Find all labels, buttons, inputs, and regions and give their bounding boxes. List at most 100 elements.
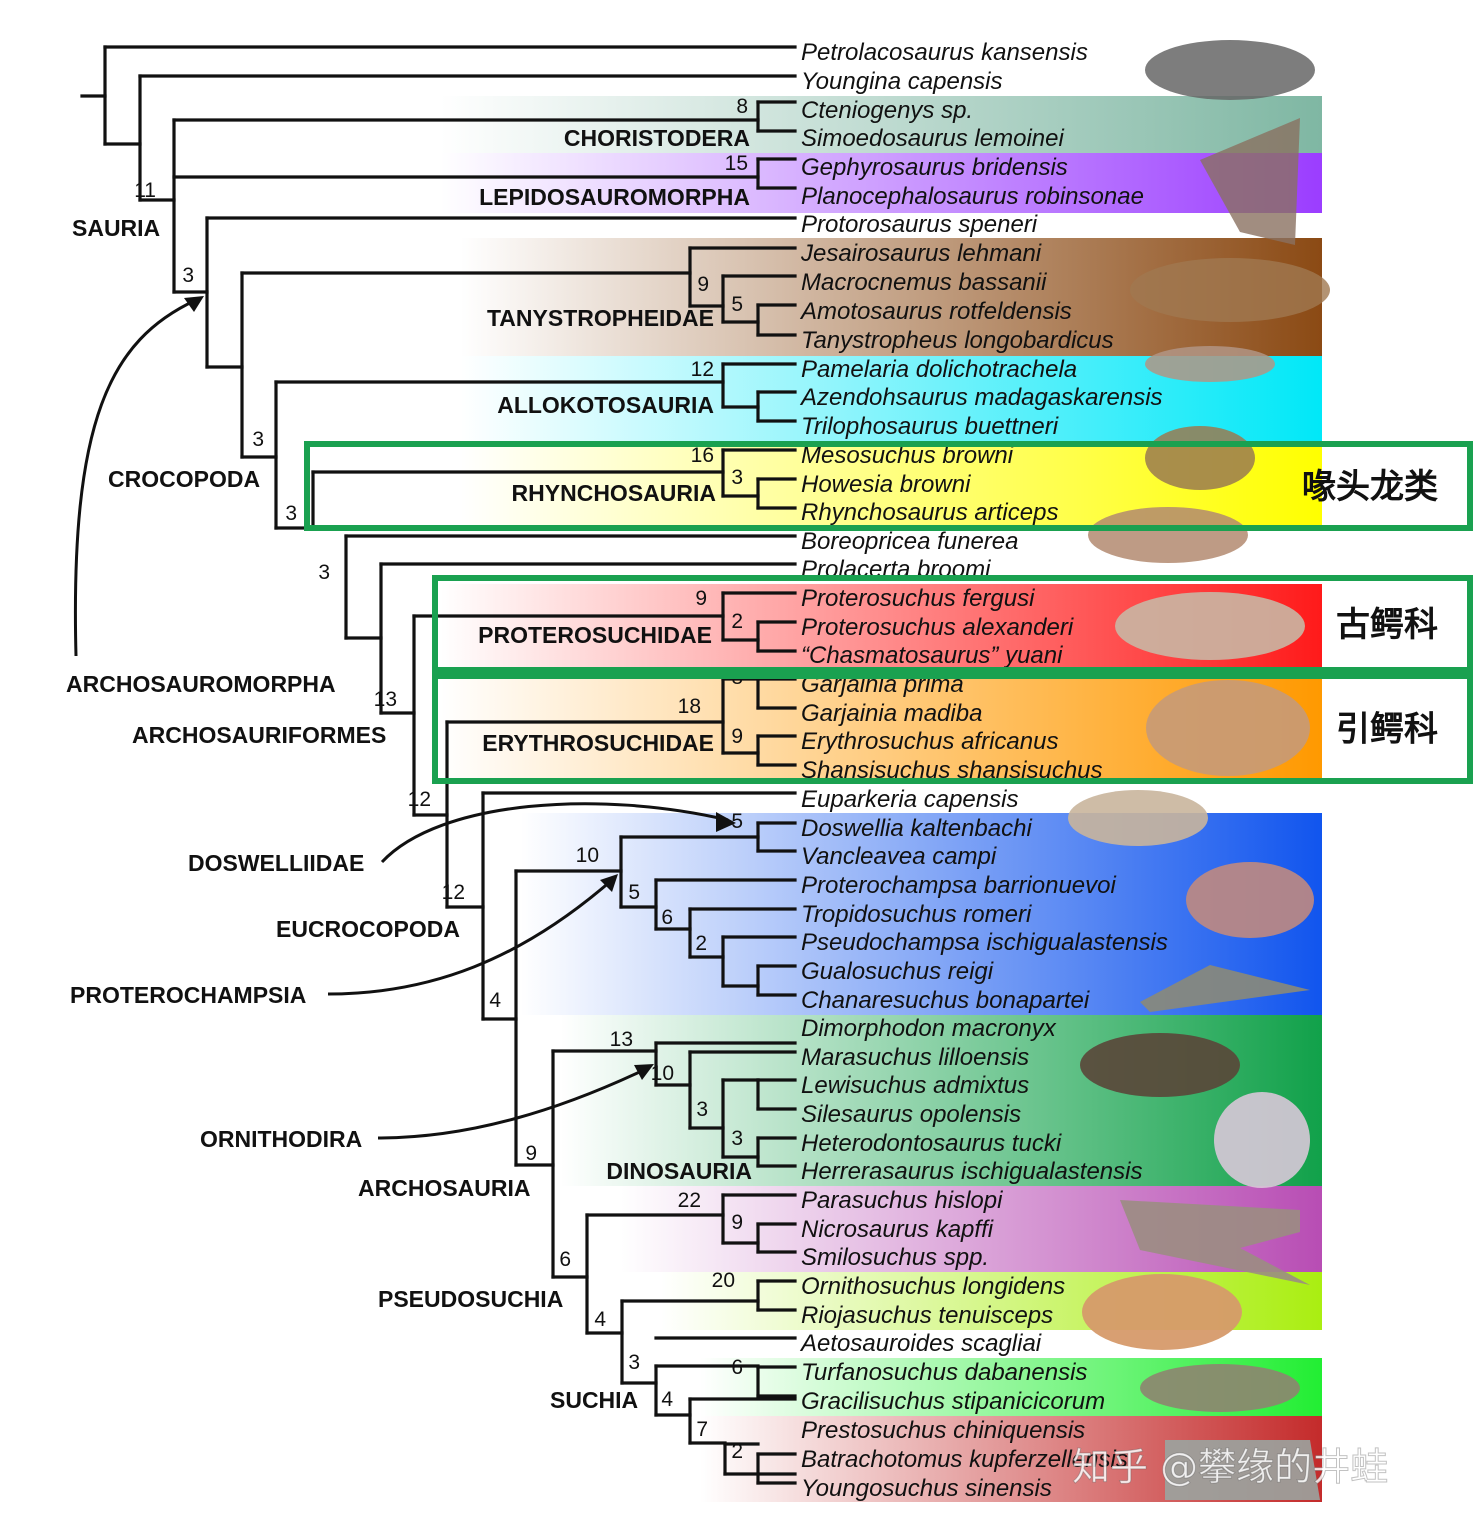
arrowhead: [634, 1064, 654, 1080]
clade-label: ARCHOSAURIA: [358, 1175, 531, 1201]
skull-image: [1082, 1274, 1242, 1350]
clade-labels: CHORISTODERA LEPIDOSAUROMORPHA SAURIA TANYS…: [66, 125, 752, 1413]
support-value: 9: [731, 1211, 743, 1234]
taxon-label: Tropidosuchus romeri: [801, 901, 1032, 928]
taxon-label: Erythrosuchus africanus: [801, 728, 1058, 755]
skull-image: [1214, 1092, 1310, 1188]
support-value: 9: [695, 587, 707, 610]
taxon-label: Smilosuchus spp.: [801, 1244, 989, 1271]
clade-label: RHYNCHOSAURIA: [512, 480, 716, 506]
taxon-label: Turfanosuchus dabanensis: [801, 1359, 1087, 1386]
support-value: 2: [731, 1440, 743, 1463]
support-value: 22: [678, 1189, 701, 1212]
taxon-label: Dimorphodon macronyx: [801, 1015, 1057, 1042]
taxon-label: Batrachotomus kupferzellensis: [801, 1446, 1128, 1473]
support-value: 2: [695, 932, 707, 955]
arrowhead: [600, 874, 618, 892]
skull-image: [1200, 118, 1300, 245]
taxon-label: Planocephalosaurus robinsonae: [801, 183, 1144, 210]
support-value: 4: [489, 989, 501, 1012]
taxon-label: Gracilisuchus stipanicicorum: [801, 1388, 1105, 1415]
support-value: 3: [252, 428, 264, 451]
taxon-label: Petrolacosaurus kansensis: [801, 39, 1088, 66]
taxon-label: Silesaurus opolensis: [801, 1101, 1021, 1128]
taxon-label: Proterochampsa barrionuevoi: [801, 872, 1117, 899]
clade-label: ARCHOSAURIFORMES: [132, 722, 386, 748]
skull-image: [1115, 592, 1305, 660]
clade-label: ORNITHODIRA: [200, 1126, 362, 1152]
taxon-label: Proterosuchus fergusi: [801, 585, 1035, 612]
skull-image: [1140, 965, 1310, 1012]
taxon-label: Youngina capensis: [801, 68, 1003, 95]
support-value: 3: [731, 1127, 743, 1150]
arrow-proterochampsia: [327, 878, 613, 996]
support-value: 2: [731, 610, 743, 633]
support-value: 4: [661, 1388, 673, 1411]
taxon-label: Proterosuchus alexanderi: [801, 614, 1074, 641]
support-value: 6: [661, 906, 673, 929]
taxon-label: Amotosaurus rotfeldensis: [799, 298, 1072, 325]
support-value: 10: [576, 844, 599, 867]
watermark: 知乎 @攀缘的井蛙: [1072, 1445, 1388, 1489]
taxon-label: Pamelaria dolichotrachela: [801, 356, 1077, 383]
taxon-label: Vancleavea campi: [801, 843, 997, 870]
arrowhead: [716, 812, 736, 832]
support-value: 5: [731, 293, 743, 316]
support-value: 18: [678, 695, 701, 718]
clade-label: PSEUDOSUCHIA: [378, 1286, 563, 1312]
taxon-label: Azendohsaurus madagaskarensis: [799, 384, 1163, 411]
clade-label: CROCOPODA: [108, 466, 260, 492]
support-value: 6: [731, 1356, 743, 1379]
support-value: 8: [736, 95, 748, 118]
clade-label: CHORISTODERA: [564, 125, 750, 151]
highlight-label: 古鳄科: [1336, 605, 1438, 645]
support-value: 12: [691, 358, 714, 381]
skull-image: [1130, 258, 1330, 322]
highlight-label: 喙头龙类: [1302, 467, 1438, 507]
clade-label: SAURIA: [72, 215, 160, 241]
taxon-label: Parasuchus hislopi: [801, 1187, 1003, 1214]
skull-image: [1165, 1440, 1320, 1500]
taxon-label: Lewisuchus admixtus: [801, 1072, 1029, 1099]
highlight-box: [432, 673, 1473, 784]
taxon-label: Trilophosaurus buettneri: [801, 413, 1059, 440]
support-value: 10: [651, 1062, 674, 1085]
clade-label: LEPIDOSAUROMORPHA: [479, 184, 750, 210]
taxon-label: Marasuchus lilloensis: [801, 1044, 1029, 1071]
support-value: 6: [559, 1248, 571, 1271]
support-value: 20: [712, 1269, 735, 1292]
taxon-label: Prestosuchus chiniquensis: [801, 1417, 1085, 1444]
taxon-label: Gephyrosaurus bridensis: [801, 154, 1068, 181]
highlight-label: 引鳄科: [1336, 710, 1438, 750]
taxon-label: Heterodontosaurus tucki: [801, 1130, 1062, 1157]
skull-image: [1120, 1200, 1310, 1285]
taxon-label: Simoedosaurus lemoinei: [801, 125, 1064, 152]
skull-illustrations: [1068, 40, 1330, 1500]
taxon-label: Gualosuchus reigi: [801, 958, 994, 985]
taxon-label: Euparkeria capensis: [801, 786, 1018, 813]
arrowhead: [184, 296, 204, 312]
clade-label: DINOSAURIA: [606, 1158, 752, 1184]
taxon-label: Aetosauroides scagliai: [799, 1330, 1042, 1357]
clade-band: [440, 96, 1322, 153]
taxon-label: Riojasuchus tenuisceps: [801, 1302, 1053, 1329]
taxon-label: Nicrosaurus kapffi: [801, 1216, 994, 1243]
support-value: 3: [731, 466, 743, 489]
arrow-archosauromorpha: [73, 298, 197, 657]
arrow-doswelliidae: [380, 802, 729, 864]
skull-image: [1140, 1364, 1300, 1412]
skull-image: [1145, 346, 1275, 382]
taxon-label: Chanaresuchus bonapartei: [801, 987, 1090, 1014]
support-value: 12: [442, 881, 465, 904]
taxon-label: Garjainia madiba: [801, 700, 982, 727]
skull-image: [1186, 862, 1314, 938]
support-value: 5: [628, 881, 640, 904]
support-value: 11: [134, 179, 156, 202]
taxon-label: Herrerasaurus ischigualastensis: [801, 1158, 1142, 1185]
support-value: 9: [525, 1142, 537, 1165]
clade-label: ERYTHROSUCHIDAE: [482, 730, 714, 756]
clade-label: TANYSTROPHEIDAE: [487, 305, 714, 331]
clade-label: DOSWELLIIDAE: [188, 850, 364, 876]
clade-band: [440, 153, 1322, 213]
